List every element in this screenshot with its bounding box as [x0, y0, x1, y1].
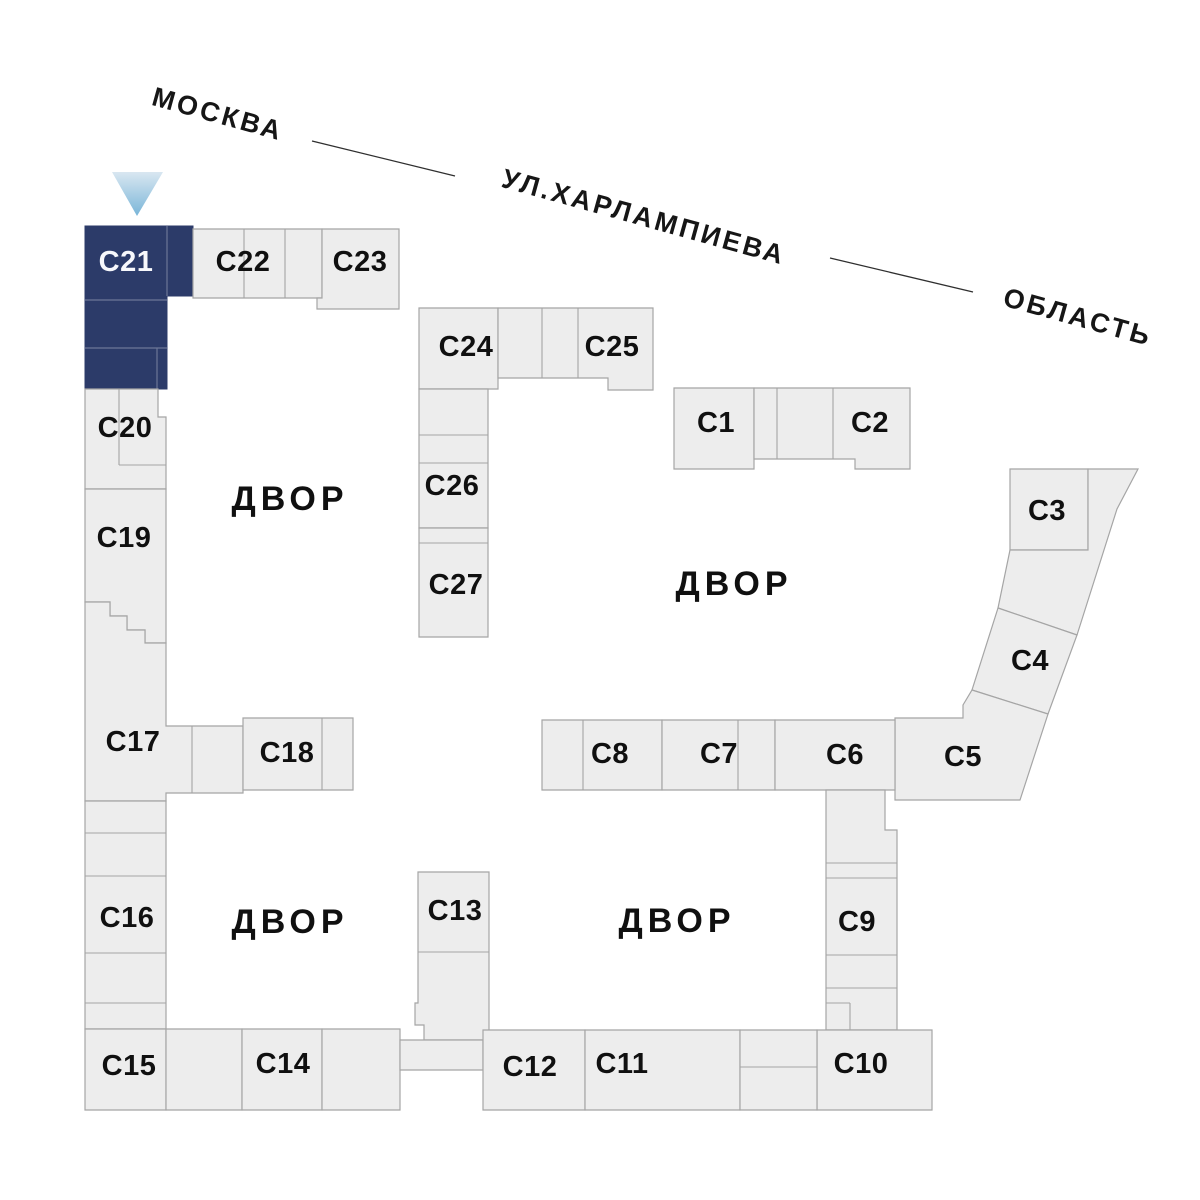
building-label: С5	[944, 741, 982, 773]
building-label: С23	[333, 246, 388, 278]
building-shape	[418, 307, 499, 390]
courtyard-label: ДВОР	[231, 480, 348, 518]
building-shape	[418, 527, 489, 638]
building-label: С27	[429, 569, 484, 601]
building-label: С24	[439, 331, 494, 363]
building-label: С25	[585, 331, 640, 363]
building-label: С12	[503, 1051, 558, 1083]
street-region-label: ОБЛАСТЬ	[1000, 282, 1156, 352]
building-shape	[242, 717, 354, 791]
building-label: С16	[100, 902, 155, 934]
street-name-label: УЛ.ХАРЛАМПИЕВА	[499, 163, 790, 270]
building-section-east[interactable]	[739, 1029, 818, 1111]
building-c16[interactable]: С16	[84, 800, 167, 1030]
building-c9[interactable]: С9	[825, 789, 898, 1031]
unit-division-lines	[243, 229, 286, 298]
building-shape	[316, 228, 400, 310]
building-shape	[84, 601, 244, 802]
building-c24[interactable]: С24	[418, 307, 499, 390]
building-c10[interactable]: С10	[816, 1029, 933, 1111]
building-label: С11	[595, 1048, 648, 1080]
building-label: С2	[851, 407, 889, 439]
building-c20[interactable]: С20	[84, 388, 167, 490]
building-label: С19	[97, 522, 152, 554]
building-shape	[673, 387, 755, 470]
building-label: С3	[1028, 495, 1066, 527]
street-line-east	[829, 257, 974, 293]
building-label: С8	[591, 738, 629, 770]
building-c6[interactable]: С6	[774, 719, 896, 791]
building-section[interactable]	[321, 1028, 401, 1111]
building-c8[interactable]: С8	[541, 719, 663, 791]
courtyard-label: ДВОР	[675, 565, 792, 603]
building-c26[interactable]: С26	[418, 388, 489, 529]
building-c1[interactable]: С1	[673, 387, 755, 470]
building-shape	[418, 388, 489, 529]
building-section[interactable]	[399, 1039, 484, 1071]
building-c15[interactable]: С15	[84, 1028, 167, 1111]
building-c14[interactable]: С14	[241, 1028, 323, 1111]
building-label: С14	[256, 1048, 311, 1080]
building-c22[interactable]: С22	[192, 228, 323, 299]
building-c7[interactable]: С7	[661, 719, 776, 791]
building-label: С18	[260, 737, 315, 769]
building-c21[interactable]: С21	[84, 225, 194, 390]
building-c17[interactable]: С17	[84, 601, 244, 802]
building-label: С26	[425, 470, 480, 502]
building-label: С17	[106, 726, 161, 758]
building-label: С1	[697, 407, 735, 439]
building-c27[interactable]: С27	[418, 527, 489, 638]
unit-division-lines	[541, 308, 579, 378]
building-c25[interactable]: С25	[497, 307, 654, 391]
building-c12[interactable]: С12	[482, 1029, 586, 1111]
unit-division-lines	[826, 862, 897, 1030]
building-shape	[753, 387, 911, 470]
courtyard-label: ДВОР	[231, 903, 348, 941]
building-c18[interactable]: С18	[242, 717, 354, 791]
street-city-label: МОСКВА	[149, 81, 287, 146]
building-c23[interactable]: С23	[316, 228, 400, 310]
building-label: С20	[98, 412, 153, 444]
unit-division-lines	[419, 434, 488, 464]
building-label: С7	[700, 738, 738, 770]
building-label: С21	[99, 246, 154, 278]
building-label: С6	[826, 739, 864, 771]
unit-division-lines	[776, 388, 834, 459]
building-label: С9	[838, 906, 876, 938]
courtyard-label: ДВОР	[618, 902, 735, 940]
building-label: С15	[102, 1050, 157, 1082]
building-label: С10	[834, 1048, 889, 1080]
building-c13[interactable]: С13	[414, 871, 490, 1041]
unit-division-lines	[85, 226, 168, 389]
building-label: С22	[216, 246, 271, 278]
street-line-west	[311, 140, 456, 177]
building-shape	[497, 307, 654, 391]
unit-division-lines	[118, 389, 166, 466]
building-label: С13	[428, 895, 483, 927]
building-c11[interactable]: С11	[584, 1029, 741, 1111]
unit-division-lines	[85, 832, 166, 1004]
building-label: С4	[1011, 645, 1049, 677]
building-shape	[739, 1029, 818, 1111]
building-shape	[774, 719, 896, 791]
building-c5[interactable]: С5	[894, 689, 1049, 801]
building-section[interactable]	[165, 1028, 243, 1111]
building-c2[interactable]: С2	[753, 387, 911, 470]
selected-building-marker-icon	[112, 172, 163, 216]
building-shape	[414, 871, 490, 1041]
building-c3[interactable]: С3	[1009, 468, 1089, 551]
